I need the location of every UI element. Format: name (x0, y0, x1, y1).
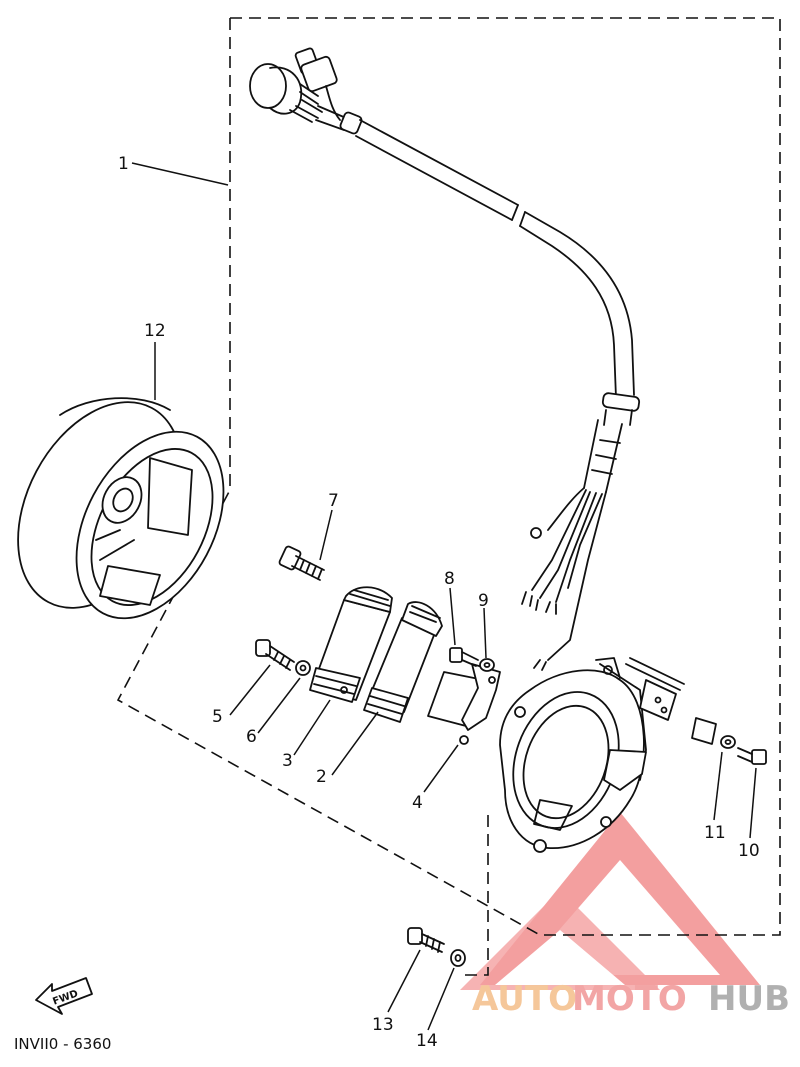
watermark-text: AUTO MOTO HUB (472, 979, 790, 1019)
screw-8 (449, 647, 479, 667)
washer-9 (479, 658, 495, 672)
washer-11 (720, 735, 736, 749)
part-label-1: 1 (118, 154, 129, 174)
watermark-hub: HUB (708, 979, 790, 1019)
bolt-7 (278, 545, 325, 581)
watermark-moto: MOTO (572, 979, 687, 1019)
part-label-8: 8 (444, 569, 455, 589)
part-label-9: 9 (478, 591, 489, 611)
bolt-13 (407, 927, 445, 953)
watermark-auto: AUTO (472, 979, 577, 1019)
part-label-4: 4 (412, 793, 423, 813)
part-label-7: 7 (328, 491, 339, 511)
part-label-6: 6 (246, 727, 257, 747)
fwd-arrow: FWD (35, 977, 93, 1015)
part-label-2: 2 (316, 767, 327, 787)
part-label-14: 14 (416, 1031, 438, 1051)
part-label-11: 11 (704, 823, 726, 843)
lead-clamp (625, 657, 717, 745)
wire-harness (249, 47, 641, 671)
flywheel-rotor (17, 397, 225, 620)
stator-base-plate (499, 657, 647, 853)
part-labels: 1 2 3 4 5 6 7 8 9 10 11 12 13 14 (118, 154, 760, 1051)
part-label-13: 13 (372, 1015, 394, 1035)
source-coil-3 (309, 586, 393, 703)
leader-lines (131, 162, 757, 1031)
drawing-code: INVII0 - 6360 (14, 1035, 111, 1053)
part-label-5: 5 (212, 707, 223, 727)
charge-coil-2 (363, 601, 443, 723)
screw-5 (255, 639, 295, 671)
part-label-12: 12 (144, 321, 166, 341)
screw-10 (737, 747, 767, 765)
part-label-10: 10 (738, 841, 760, 861)
washer-14 (450, 949, 466, 967)
pulser-coil-4 (427, 663, 501, 745)
washer-6 (295, 660, 311, 676)
part-label-3: 3 (282, 751, 293, 771)
watermark-logo (460, 812, 760, 990)
